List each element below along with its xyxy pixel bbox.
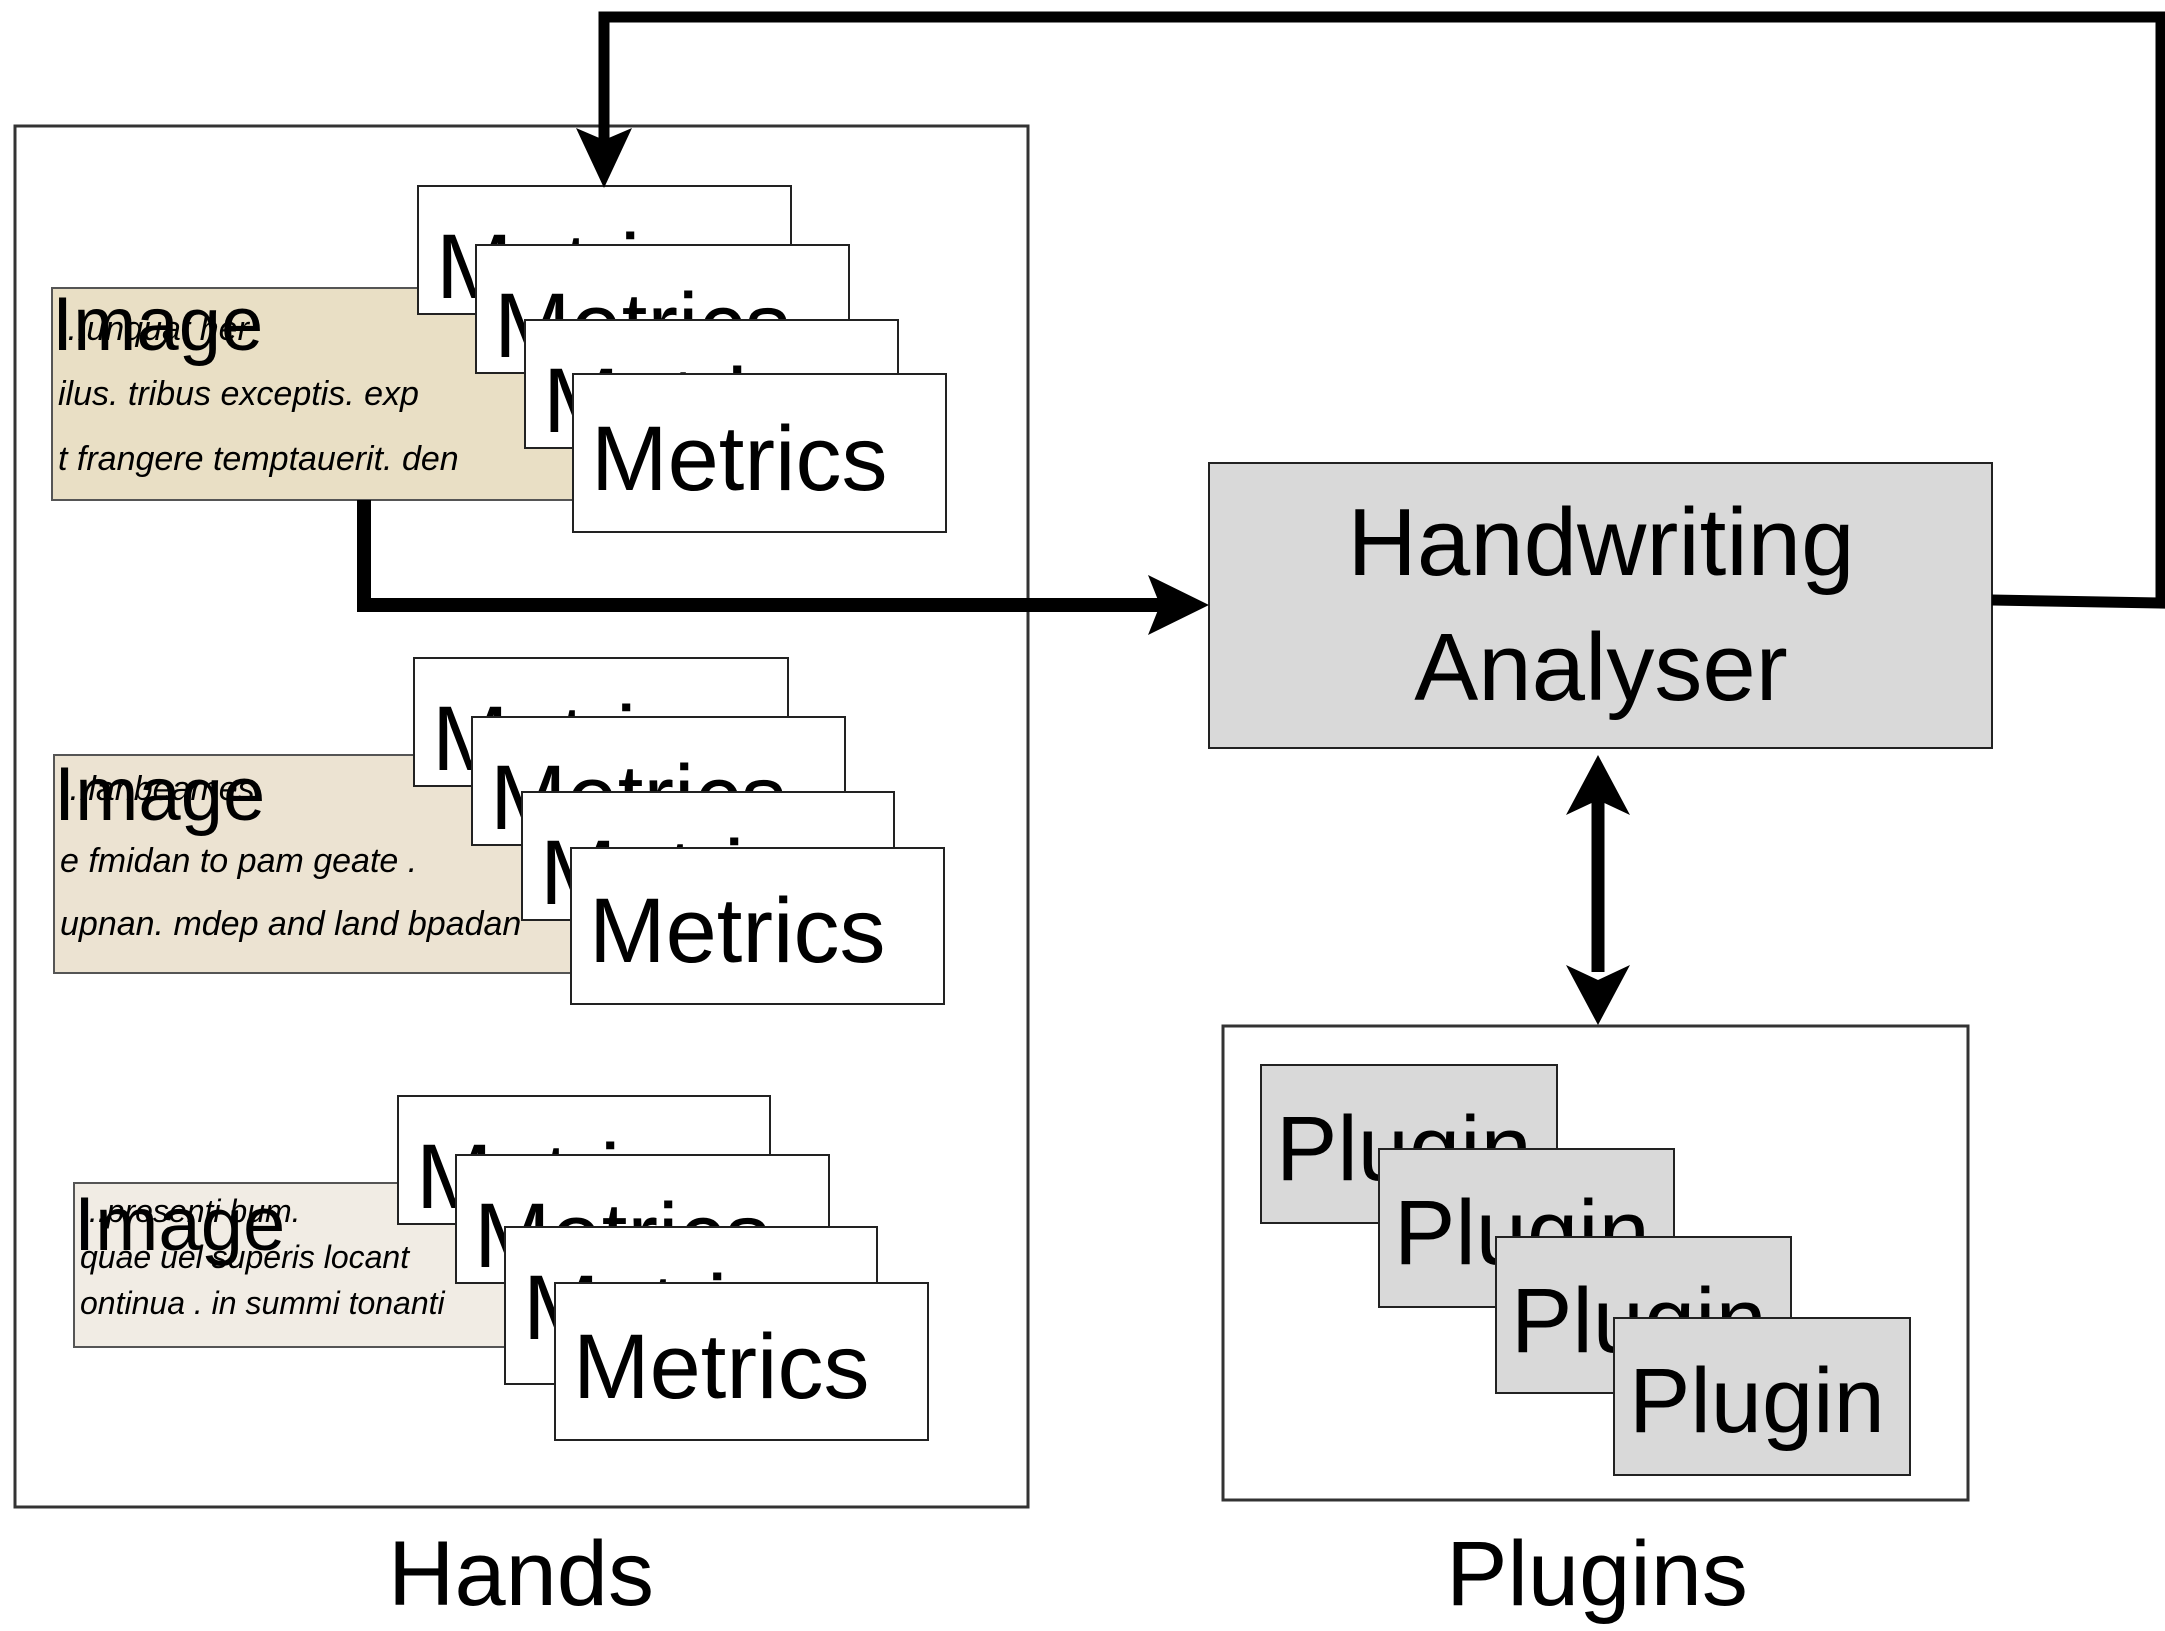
manuscript-line: ...unquat her (58, 310, 251, 348)
handwriting-analyser-box (1208, 462, 1993, 749)
hand-group-2: ...lanbeames e fmidan to pam geate . upn… (53, 657, 945, 1005)
manuscript-line: e fmidan to pam geate . (60, 842, 417, 880)
plugin-label: Plugin (1629, 1350, 1885, 1452)
metrics-card (572, 373, 947, 533)
plugin-card (1613, 1317, 1911, 1476)
metrics-label: Metrics (589, 880, 885, 982)
arrowhead-right (1148, 575, 1209, 635)
manuscript-line: quae uel superis locant (80, 1239, 410, 1275)
arrowhead-up (1566, 755, 1630, 815)
hand-group-1: ...unquat her ilus. tribus exceptis. exp… (51, 185, 947, 533)
hands-caption: Hands (388, 1523, 654, 1625)
metrics-card (554, 1282, 929, 1441)
manuscript-line: t frangere temptauerit. den (58, 440, 459, 478)
arrowhead-down (1566, 965, 1630, 1025)
arrowhead-down (576, 128, 632, 188)
hands-to-analyser-arrow (357, 500, 1160, 612)
metrics-label: Metrics (573, 1316, 869, 1418)
analyser-to-hands-feedback-arrow (598, 11, 2165, 609)
manuscript-line: ilus. tribus exceptis. exp (58, 375, 419, 413)
metrics-label: Metrics (591, 408, 887, 510)
plugins-caption: Plugins (1446, 1523, 1748, 1625)
metrics-card (570, 847, 945, 1005)
analyser-title-line1: Handwriting (1348, 489, 1855, 596)
image-label: Image (52, 282, 263, 367)
image-label: Image (74, 1182, 285, 1267)
manuscript-line: ontinua . in summi tonanti (80, 1285, 446, 1321)
analyser-title-line2: Analyser (1414, 614, 1788, 721)
manuscript-line: ...lanbeames (60, 770, 255, 808)
manuscript-line: upnan. mdep and land bpadan (60, 905, 521, 943)
manuscript-line: ...presenti bum. (80, 1193, 301, 1229)
hand-group-3: ...presenti bum. quae uel superis locant… (73, 1095, 929, 1441)
image-label: Image (54, 752, 265, 837)
